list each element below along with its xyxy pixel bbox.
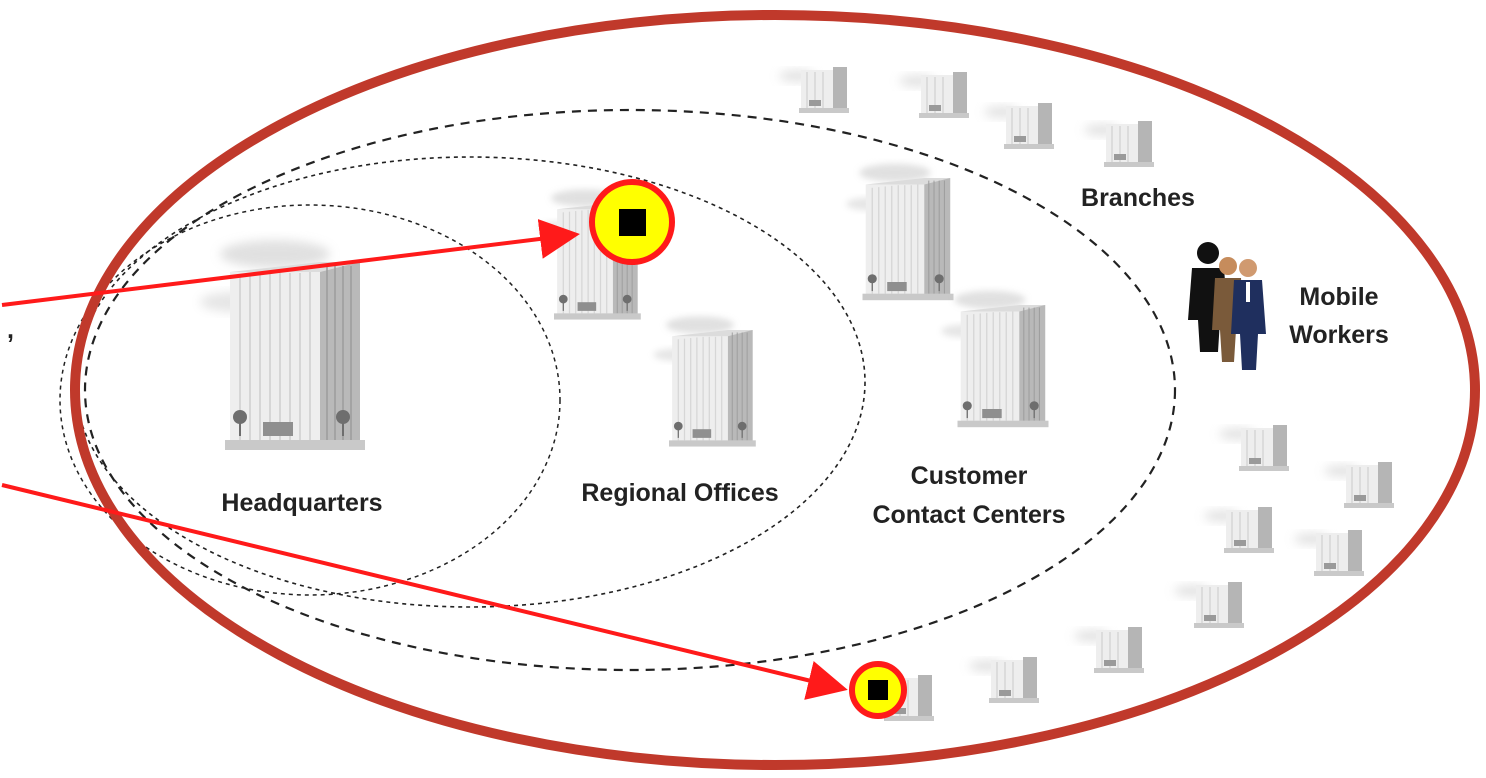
enterprise-scope-ellipse xyxy=(70,10,1480,770)
branch-building-icon xyxy=(969,657,1039,703)
branch-building-icon xyxy=(1219,425,1289,471)
arrow-to-branch-marker xyxy=(1,483,848,700)
branch-building-icon xyxy=(899,72,969,118)
regional-offices-label: Regional Offices xyxy=(581,479,778,507)
contact-center-building-icon xyxy=(941,291,1048,428)
branch-building-icon xyxy=(1084,121,1154,167)
branch-building-icon xyxy=(1074,627,1144,673)
branch-building-icon xyxy=(1324,462,1394,508)
headquarters-label: Headquarters xyxy=(221,489,382,517)
regional-scope-ellipse xyxy=(74,156,866,608)
regional-office-building-icon xyxy=(654,316,756,446)
contact-centers-label-line2: Contact Centers xyxy=(872,501,1065,529)
arrow-to-regional-marker xyxy=(1,219,580,307)
mobile-workers-label-line1: Mobile xyxy=(1299,283,1378,311)
stray-mark: , xyxy=(7,316,14,344)
contact-centers-label-line1: Customer xyxy=(911,462,1028,490)
contact-center-scope-ellipse xyxy=(83,108,1177,672)
location-marker-icon xyxy=(589,179,675,265)
mobile-workers-people-icon xyxy=(1188,242,1266,370)
branch-building-icon xyxy=(1174,582,1244,628)
branch-building-icon xyxy=(1294,530,1364,576)
branches-label: Branches xyxy=(1081,184,1195,212)
branch-building-icon xyxy=(984,103,1054,149)
location-marker-icon xyxy=(849,661,907,719)
mobile-workers-label-line2: Workers xyxy=(1289,321,1389,349)
headquarters-scope-ellipse xyxy=(59,204,561,596)
contact-center-building-icon xyxy=(846,164,953,301)
branch-building-icon xyxy=(1204,507,1274,553)
branch-building-icon xyxy=(779,67,849,113)
